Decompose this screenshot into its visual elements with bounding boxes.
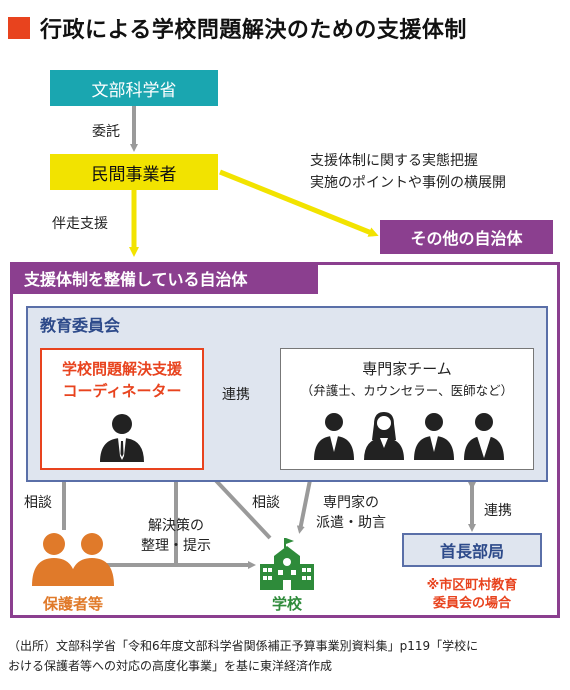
label-cooperation-mayor: 連携 (484, 503, 512, 519)
label-dispatch-line2: 派遣・助言 (316, 515, 386, 531)
label-dispatch-line1: 専門家の (323, 495, 379, 511)
mayor-note-line1: ※市区町村教育 (426, 578, 518, 593)
label-accompany-support: 伴走支援 (52, 216, 108, 232)
supporting-municipality-label: 支援体制を整備している自治体 (10, 262, 318, 294)
coordinator-label-line1: 学校問題解決支援 (61, 360, 182, 378)
source-line1: （出所）文部科学省「令和6年度文部科学省関係補正予算事業別資料集」p119「学校… (8, 639, 479, 653)
coordinator-person-icon (100, 414, 144, 462)
title-marker (8, 17, 30, 39)
label-commission: 委託 (92, 124, 120, 140)
guardians-label: 保護者等 (42, 595, 103, 613)
experts-team-label: 専門家チーム (362, 360, 452, 378)
mayor-note-line2: 委員会の場合 (432, 596, 511, 611)
expert-doctor-icon (464, 413, 504, 460)
label-consultation-guardians: 相談 (24, 495, 52, 511)
other-municipalities-box: その他の自治体 (380, 220, 553, 254)
school-building-icon (260, 538, 314, 590)
expert-female-icon (364, 412, 404, 460)
label-info-line2: 実施のポイントや事例の横展開 (310, 175, 506, 191)
arrow-operator-to-others (219, 169, 379, 237)
school-label: 学校 (271, 595, 302, 613)
label-info-line1: 支援体制に関する実態把握 (310, 153, 478, 169)
coordinator-label-line2: コーディネーター (62, 382, 182, 400)
experts-people-icon (314, 412, 504, 460)
label-solution-line2: 整理・提示 (141, 538, 211, 554)
expert-male-icon-1 (314, 413, 354, 460)
source-line2: おける保護者等への対応の高度化事業」を基に東洋経済作成 (8, 659, 333, 673)
board-of-education-label: 教育委員会 (40, 316, 121, 335)
expert-male-icon-2 (414, 413, 454, 460)
guardians-icon (32, 533, 114, 586)
source-note: （出所）文部科学省「令和6年度文部科学省関係補正予算事業別資料集」p119「学校… (8, 636, 562, 676)
label-cooperation-experts: 連携 (222, 387, 250, 403)
coordinator-box (40, 348, 204, 470)
mayor-office-box: 首長部局 (402, 533, 542, 567)
experts-team-members: （弁護士、カウンセラー、医師など） (300, 383, 514, 398)
private-operator-box: 民間事業者 (50, 154, 218, 190)
mext-box: 文部科学省 (50, 70, 218, 106)
label-consultation-school: 相談 (252, 495, 280, 511)
label-solution-line1: 解決策の (148, 518, 204, 534)
page-title: 行政による学校問題解決のための支援体制 (40, 18, 467, 43)
